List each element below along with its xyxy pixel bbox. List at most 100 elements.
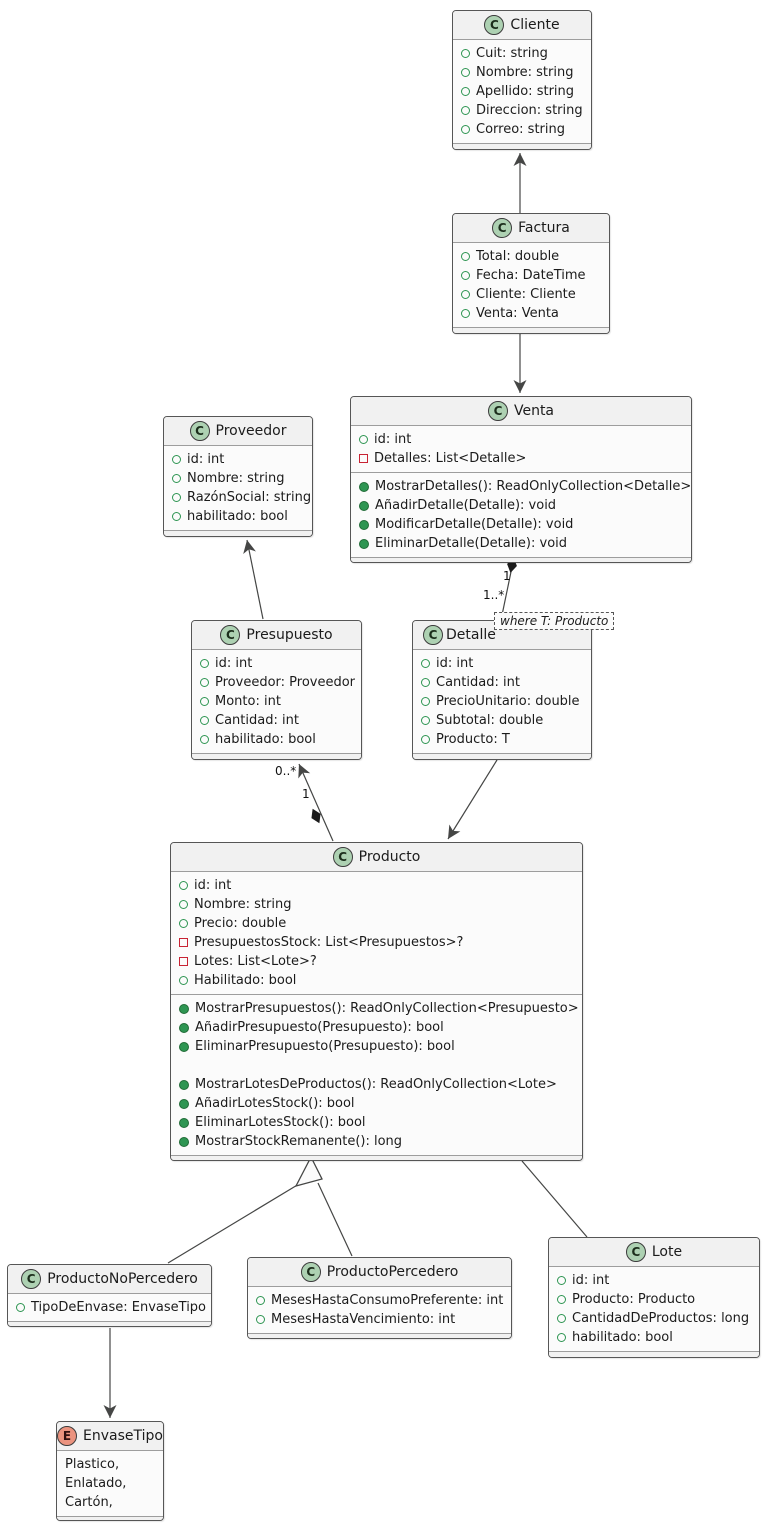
empty-compartment bbox=[453, 143, 591, 149]
field-public-icon bbox=[172, 512, 181, 521]
field-public-icon bbox=[421, 735, 430, 744]
edge-presupuesto-to-proveedor bbox=[243, 539, 264, 620]
empty-compartment bbox=[453, 327, 609, 333]
member-text: MostrarDetalles(): ReadOnlyCollection<De… bbox=[375, 479, 692, 494]
class-icon: C bbox=[487, 401, 508, 421]
method-public-icon bbox=[359, 538, 369, 549]
class-header: E EnvaseTipo bbox=[57, 1422, 163, 1450]
member-row: Producto: T bbox=[413, 730, 591, 749]
member-text: id: int bbox=[436, 656, 474, 671]
member-row: id: int bbox=[164, 450, 312, 469]
member-row: Plastico, bbox=[57, 1455, 163, 1474]
member-text: Cuit: string bbox=[476, 46, 548, 61]
member-row: TipoDeEnvase: EnvaseTipo bbox=[8, 1298, 211, 1317]
method-public-icon bbox=[179, 1098, 189, 1109]
field-public-icon bbox=[200, 678, 209, 687]
class-header: C ProductoPercedero bbox=[248, 1258, 511, 1286]
member-text: Detalles: List<Detalle> bbox=[374, 451, 527, 466]
member-row: id: int bbox=[413, 654, 591, 673]
class-icon: C bbox=[332, 847, 353, 867]
member-row: Venta: Venta bbox=[453, 304, 609, 323]
member-text: EliminarDetalle(Detalle): void bbox=[375, 536, 568, 551]
member-row: Subtotal: double bbox=[413, 711, 591, 730]
member-text: MostrarPresupuestos(): ReadOnlyCollectio… bbox=[195, 1001, 579, 1016]
field-public-icon bbox=[421, 697, 430, 706]
member-row: MesesHastaConsumoPreferente: int bbox=[248, 1291, 511, 1310]
empty-compartment bbox=[549, 1351, 759, 1357]
member-text: Correo: string bbox=[476, 122, 565, 137]
class-header: C Venta bbox=[351, 397, 691, 425]
field-public-icon bbox=[200, 697, 209, 706]
class-productopercedero: C ProductoPercedero MesesHastaConsumoPre… bbox=[247, 1257, 512, 1339]
member-text: Cantidad: int bbox=[215, 713, 299, 728]
member-row: EliminarDetalle(Detalle): void bbox=[351, 534, 691, 553]
field-public-icon bbox=[172, 493, 181, 502]
member-row: Nombre: string bbox=[171, 895, 582, 914]
member-text: CantidadDeProductos: long bbox=[572, 1311, 750, 1326]
member-text: Nombre: string bbox=[194, 897, 292, 912]
member-row: Nombre: string bbox=[164, 469, 312, 488]
field-public-icon bbox=[557, 1333, 566, 1342]
class-icon: C bbox=[423, 625, 443, 645]
member-row: RazónSocial: string bbox=[164, 488, 312, 507]
method-public-icon bbox=[359, 519, 369, 530]
member-text: Producto: Producto bbox=[572, 1292, 696, 1307]
field-public-icon bbox=[557, 1314, 566, 1323]
member-row: Apellido: string bbox=[453, 82, 591, 101]
class-title: Factura bbox=[518, 220, 570, 236]
field-public-icon bbox=[557, 1295, 566, 1304]
multiplicity-venta-end: 1 bbox=[503, 569, 511, 583]
member-row: PrecioUnitario: double bbox=[413, 692, 591, 711]
member-row: Cuit: string bbox=[453, 44, 591, 63]
member-row: EliminarPresupuesto(Presupuesto): bool bbox=[171, 1037, 582, 1056]
member-text: PrecioUnitario: double bbox=[436, 694, 580, 709]
member-text: habilitado: bool bbox=[572, 1330, 673, 1345]
member-text: Monto: int bbox=[215, 694, 281, 709]
class-header: C Factura bbox=[453, 214, 609, 242]
member-row: Cantidad: int bbox=[413, 673, 591, 692]
class-title: Lote bbox=[651, 1244, 683, 1260]
member-row: ModificarDetalle(Detalle): void bbox=[351, 515, 691, 534]
member-row: habilitado: bool bbox=[549, 1328, 759, 1347]
method-public-icon bbox=[179, 1041, 189, 1052]
member-text: RazónSocial: string bbox=[187, 490, 312, 505]
member-text: AñadirPresupuesto(Presupuesto): bool bbox=[195, 1020, 444, 1035]
member-row: Monto: int bbox=[192, 692, 361, 711]
member-row: CantidadDeProductos: long bbox=[549, 1309, 759, 1328]
member-text: AñadirLotesStock(): bool bbox=[195, 1096, 355, 1111]
enum-values-section: Plastico,Enlatado,Cartón, bbox=[57, 1450, 163, 1516]
edge-venta-detalle-composition bbox=[500, 566, 513, 621]
field-public-icon bbox=[461, 106, 470, 115]
field-public-icon bbox=[200, 735, 209, 744]
member-row: MostrarPresupuestos(): ReadOnlyCollectio… bbox=[171, 999, 582, 1018]
member-row: id: int bbox=[171, 876, 582, 895]
member-text: Venta: Venta bbox=[476, 306, 559, 321]
field-public-icon bbox=[461, 87, 470, 96]
method-public-icon bbox=[179, 1136, 189, 1147]
enum-title: EnvaseTipo bbox=[83, 1428, 163, 1444]
edge-productonopercedero-inheritance bbox=[167, 1183, 300, 1264]
class-icon: C bbox=[220, 625, 241, 645]
member-row: Direccion: string bbox=[453, 101, 591, 120]
member-row: id: int bbox=[549, 1271, 759, 1290]
class-icon: C bbox=[21, 1269, 42, 1289]
empty-compartment bbox=[8, 1321, 211, 1326]
member-text: Nombre: string bbox=[476, 65, 574, 80]
member-text: Nombre: string bbox=[187, 471, 285, 486]
member-row: MesesHastaVencimiento: int bbox=[248, 1310, 511, 1329]
member-text: MostrarLotesDeProductos(): ReadOnlyColle… bbox=[195, 1077, 557, 1092]
member-text: Cartón, bbox=[65, 1495, 113, 1510]
class-icon: C bbox=[625, 1242, 646, 1262]
member-text: Plastico, bbox=[65, 1457, 120, 1472]
attributes-section: TipoDeEnvase: EnvaseTipo bbox=[8, 1293, 211, 1321]
field-public-icon bbox=[461, 49, 470, 58]
member-text: MesesHastaConsumoPreferente: int bbox=[271, 1293, 504, 1308]
empty-compartment bbox=[164, 530, 312, 536]
